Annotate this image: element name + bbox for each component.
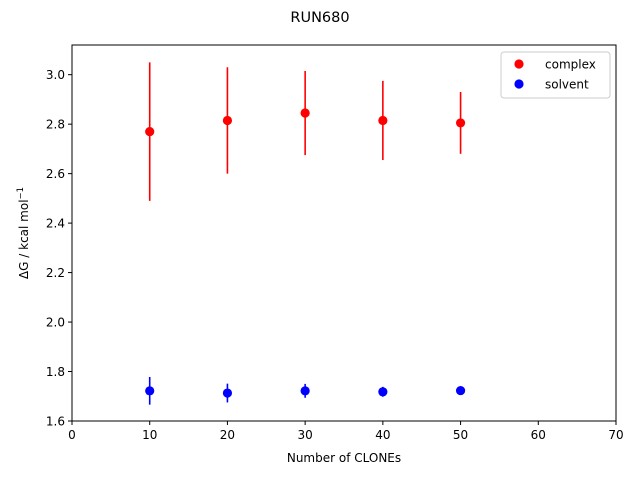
y-tick-label: 2.0 — [46, 316, 65, 330]
legend-frame — [500, 51, 611, 99]
solvent-point — [378, 387, 388, 397]
complex-point — [378, 115, 388, 126]
y-tick-label: 3.0 — [46, 68, 65, 82]
legend-label-solvent: solvent — [545, 78, 589, 92]
axes-frame — [71, 44, 617, 422]
x-tick-label: 70 — [608, 428, 623, 442]
x-tick-label: 40 — [375, 428, 390, 442]
complex-point — [222, 115, 233, 126]
y-tick-label: 1.6 — [46, 415, 65, 429]
legend-marker-solvent — [514, 79, 524, 89]
solvent-point — [455, 385, 466, 396]
x-axis: 0 10 20 30 40 50 60 70 — [68, 421, 624, 442]
y-tick-label: 1.8 — [46, 365, 65, 379]
chart-title: RUN680 — [290, 10, 349, 26]
y-axis-label-main: ΔG / kcal mol — [17, 199, 31, 279]
x-tick-label: 20 — [220, 428, 235, 442]
legend-marker-complex — [514, 59, 524, 69]
complex-point — [300, 108, 310, 118]
y-tick-label: 2.8 — [46, 118, 65, 132]
plot-area — [145, 62, 466, 405]
x-tick-label: 0 — [68, 428, 76, 442]
solvent-point — [222, 388, 233, 398]
y-axis-label: ΔG / kcal mol−1 — [16, 187, 31, 279]
y-axis-label-superscript: −1 — [16, 187, 26, 200]
x-tick-label: 10 — [142, 428, 157, 442]
legend-label-complex: complex — [545, 58, 596, 72]
solvent-point — [300, 386, 310, 396]
y-tick-label: 2.6 — [46, 167, 65, 181]
y-tick-label: 2.4 — [46, 217, 65, 231]
complex-point — [455, 118, 466, 128]
legend: complex solvent — [500, 51, 611, 99]
x-tick-label: 30 — [298, 428, 313, 442]
x-tick-label: 50 — [453, 428, 468, 442]
complex-point — [145, 126, 155, 137]
y-axis: 1.6 1.8 2.0 2.2 2.4 2.6 2.8 3.0 — [46, 68, 72, 429]
x-tick-label: 60 — [531, 428, 546, 442]
x-axis-label: Number of CLONEs — [287, 451, 401, 465]
y-tick-label: 2.2 — [46, 266, 65, 280]
solvent-point — [145, 386, 155, 396]
